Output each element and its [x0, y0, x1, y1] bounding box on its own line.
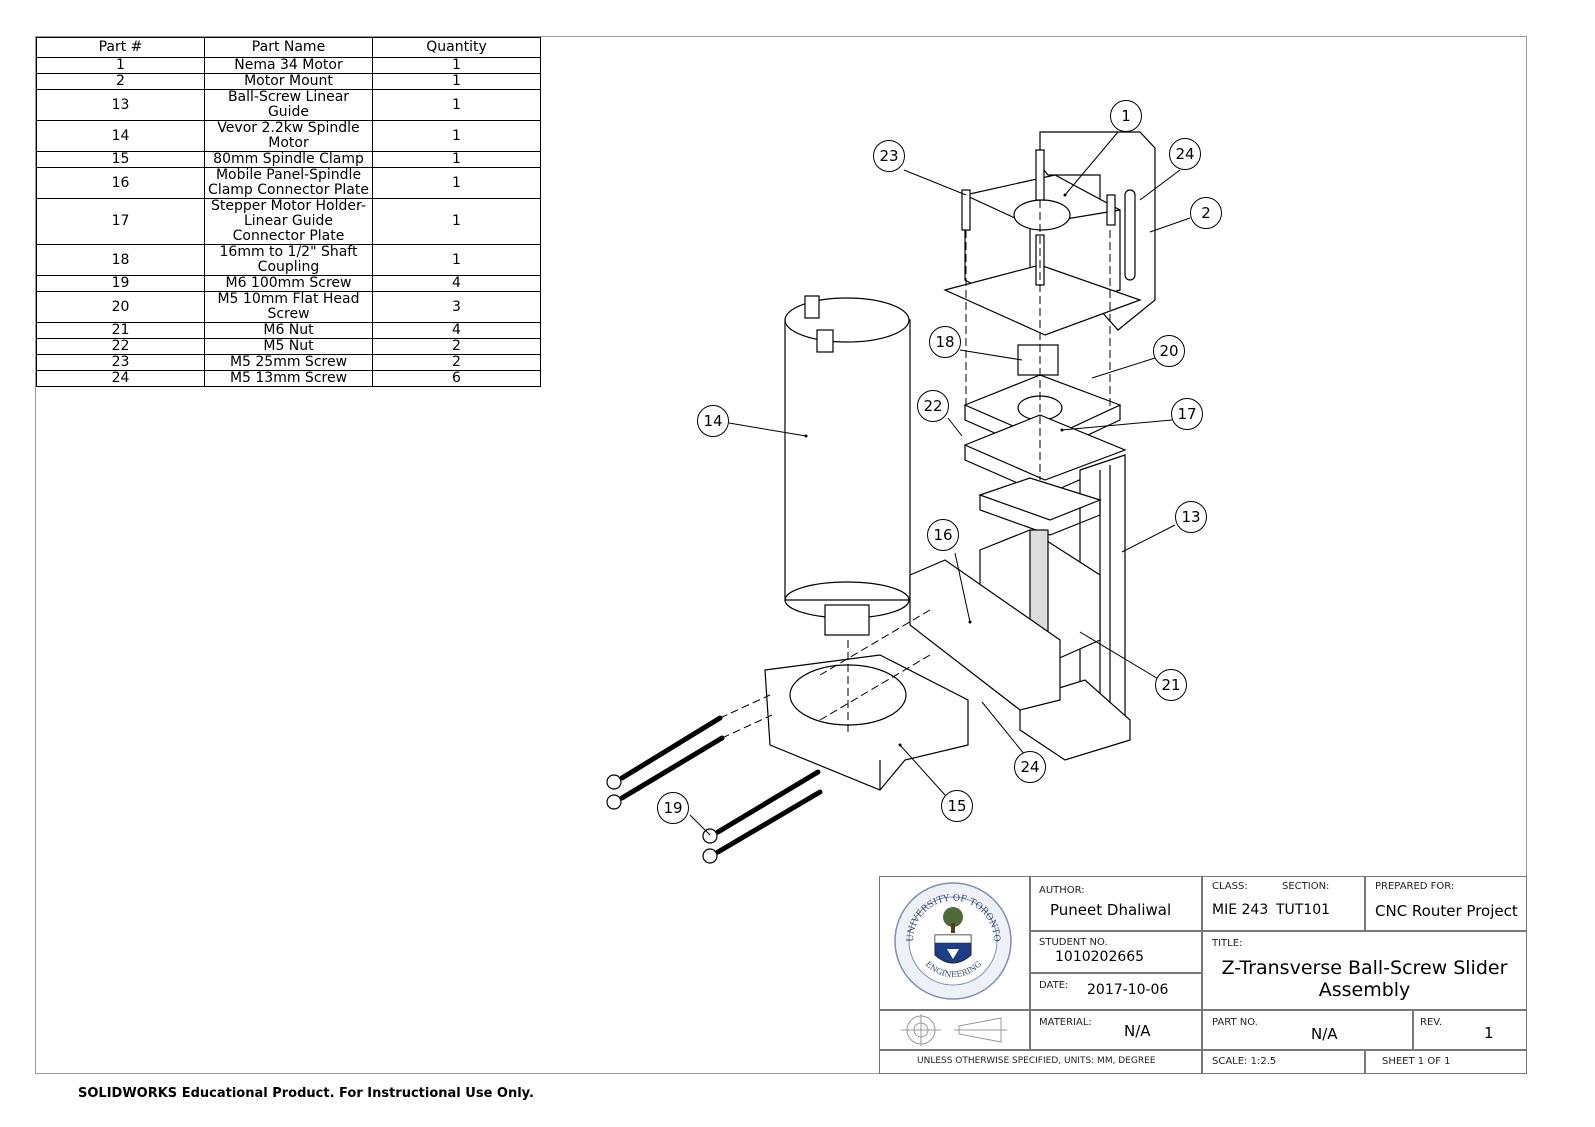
quantity-cell: 3 — [372, 291, 541, 323]
part-number-value: N/A — [1311, 1025, 1338, 1043]
part-name-cell: Mobile Panel-Spindle Clamp Connector Pla… — [204, 167, 373, 199]
balloon-20: 20 — [1153, 335, 1185, 367]
long-screw-3 — [715, 769, 821, 835]
balloon-23: 23 — [873, 140, 905, 172]
quantity-cell: 1 — [372, 198, 541, 245]
long-screw-1 — [619, 715, 723, 781]
section-label: SECTION: — [1282, 881, 1330, 892]
balloon-21: 21 — [1155, 669, 1187, 701]
balloon-17: 17 — [1171, 398, 1203, 430]
author-label: AUTHOR: — [1039, 885, 1085, 896]
balloon-19: 19 — [657, 792, 689, 824]
table-header-row: Part # Part Name Quantity — [36, 37, 541, 58]
revision-label: REV. — [1420, 1017, 1442, 1028]
university-seal: UNIVERSITY OF TORONTO ENGINEERING — [891, 879, 1016, 1004]
class-label: CLASS: — [1212, 881, 1248, 892]
part-number-label: PART NO. — [1212, 1017, 1258, 1028]
mobile-panel-plate — [909, 559, 1061, 711]
drawing-title: Z-Transverse Ball-Screw Slider Assembly — [1221, 957, 1508, 1001]
balloon-1: 1 — [1110, 100, 1142, 132]
part-name-cell: Stepper Motor Holder-Linear Guide Connec… — [204, 198, 373, 245]
header-quantity: Quantity — [372, 37, 541, 58]
part-number-cell: 20 — [36, 291, 205, 323]
material-value: N/A — [1124, 1022, 1151, 1040]
balloon-14: 14 — [697, 405, 729, 437]
balloon-18: 18 — [929, 326, 961, 358]
drawing-sheet-border — [35, 36, 1527, 1074]
motor-base-plate — [943, 264, 1142, 336]
title-block: UNIVERSITY OF TORONTO ENGINEERING UNLESS… — [879, 876, 1527, 1074]
date-value: 2017-10-06 — [1087, 982, 1169, 998]
balloon-22: 22 — [917, 390, 949, 422]
solidworks-watermark-note: SOLIDWORKS Educational Product. For Inst… — [78, 1086, 534, 1101]
balloon-16: 16 — [927, 519, 959, 551]
units-note: UNLESS OTHERWISE SPECIFIED, UNITS: MM, D… — [917, 1056, 1156, 1066]
class-value: MIE 243 — [1212, 902, 1269, 918]
part-number-cell: 14 — [36, 120, 205, 152]
long-screw-2 — [619, 735, 725, 801]
part-number-cell: 22 — [36, 338, 205, 355]
part-name-cell: 80mm Spindle Clamp — [204, 151, 373, 168]
part-name-cell: Vevor 2.2kw Spindle Motor — [204, 120, 373, 152]
part-name-cell: M5 10mm Flat Head Screw — [204, 291, 373, 323]
prepared-for-value: CNC Router Project — [1375, 902, 1518, 920]
date-label: DATE: — [1039, 980, 1069, 991]
balloon-24: 24 — [1169, 138, 1201, 170]
balloon-15: 15 — [941, 790, 973, 822]
motor-mount-slot — [1124, 189, 1136, 281]
shaft-coupling — [1017, 344, 1059, 376]
student-number-label: STUDENT NO. — [1039, 937, 1108, 948]
student-number-value: 1010202665 — [1055, 949, 1145, 965]
spindle-motor — [784, 319, 911, 601]
material-label: MATERIAL: — [1039, 1017, 1092, 1028]
balloon-2: 2 — [1190, 197, 1222, 229]
long-screw-4 — [715, 789, 823, 855]
balloon-13: 13 — [1175, 501, 1207, 533]
scale-value: SCALE: 1:2.5 — [1212, 1056, 1277, 1067]
projection-symbol-icon — [899, 1014, 1009, 1050]
sheet-value: SHEET 1 OF 1 — [1382, 1056, 1451, 1067]
balloon-24-lower: 24 — [1014, 751, 1046, 783]
header-part-name: Part Name — [204, 37, 373, 58]
quantity-cell: 1 — [372, 120, 541, 152]
motor-shaft-hole — [1013, 199, 1071, 231]
quantity-cell: 1 — [372, 167, 541, 199]
section-value: TUT101 — [1276, 902, 1331, 918]
revision-value: 1 — [1484, 1024, 1494, 1042]
part-name-cell: Nema 34 Motor — [204, 57, 373, 74]
title-label: TITLE: — [1212, 938, 1243, 949]
part-name-cell: M5 13mm Screw — [204, 370, 373, 387]
quantity-cell: 1 — [372, 89, 541, 121]
prepared-for-label: PREPARED FOR: — [1375, 881, 1455, 892]
part-name-cell: M5 Nut — [204, 338, 373, 355]
quantity-cell: 6 — [372, 370, 541, 387]
author-value: Puneet Dhaliwal — [1050, 901, 1172, 919]
